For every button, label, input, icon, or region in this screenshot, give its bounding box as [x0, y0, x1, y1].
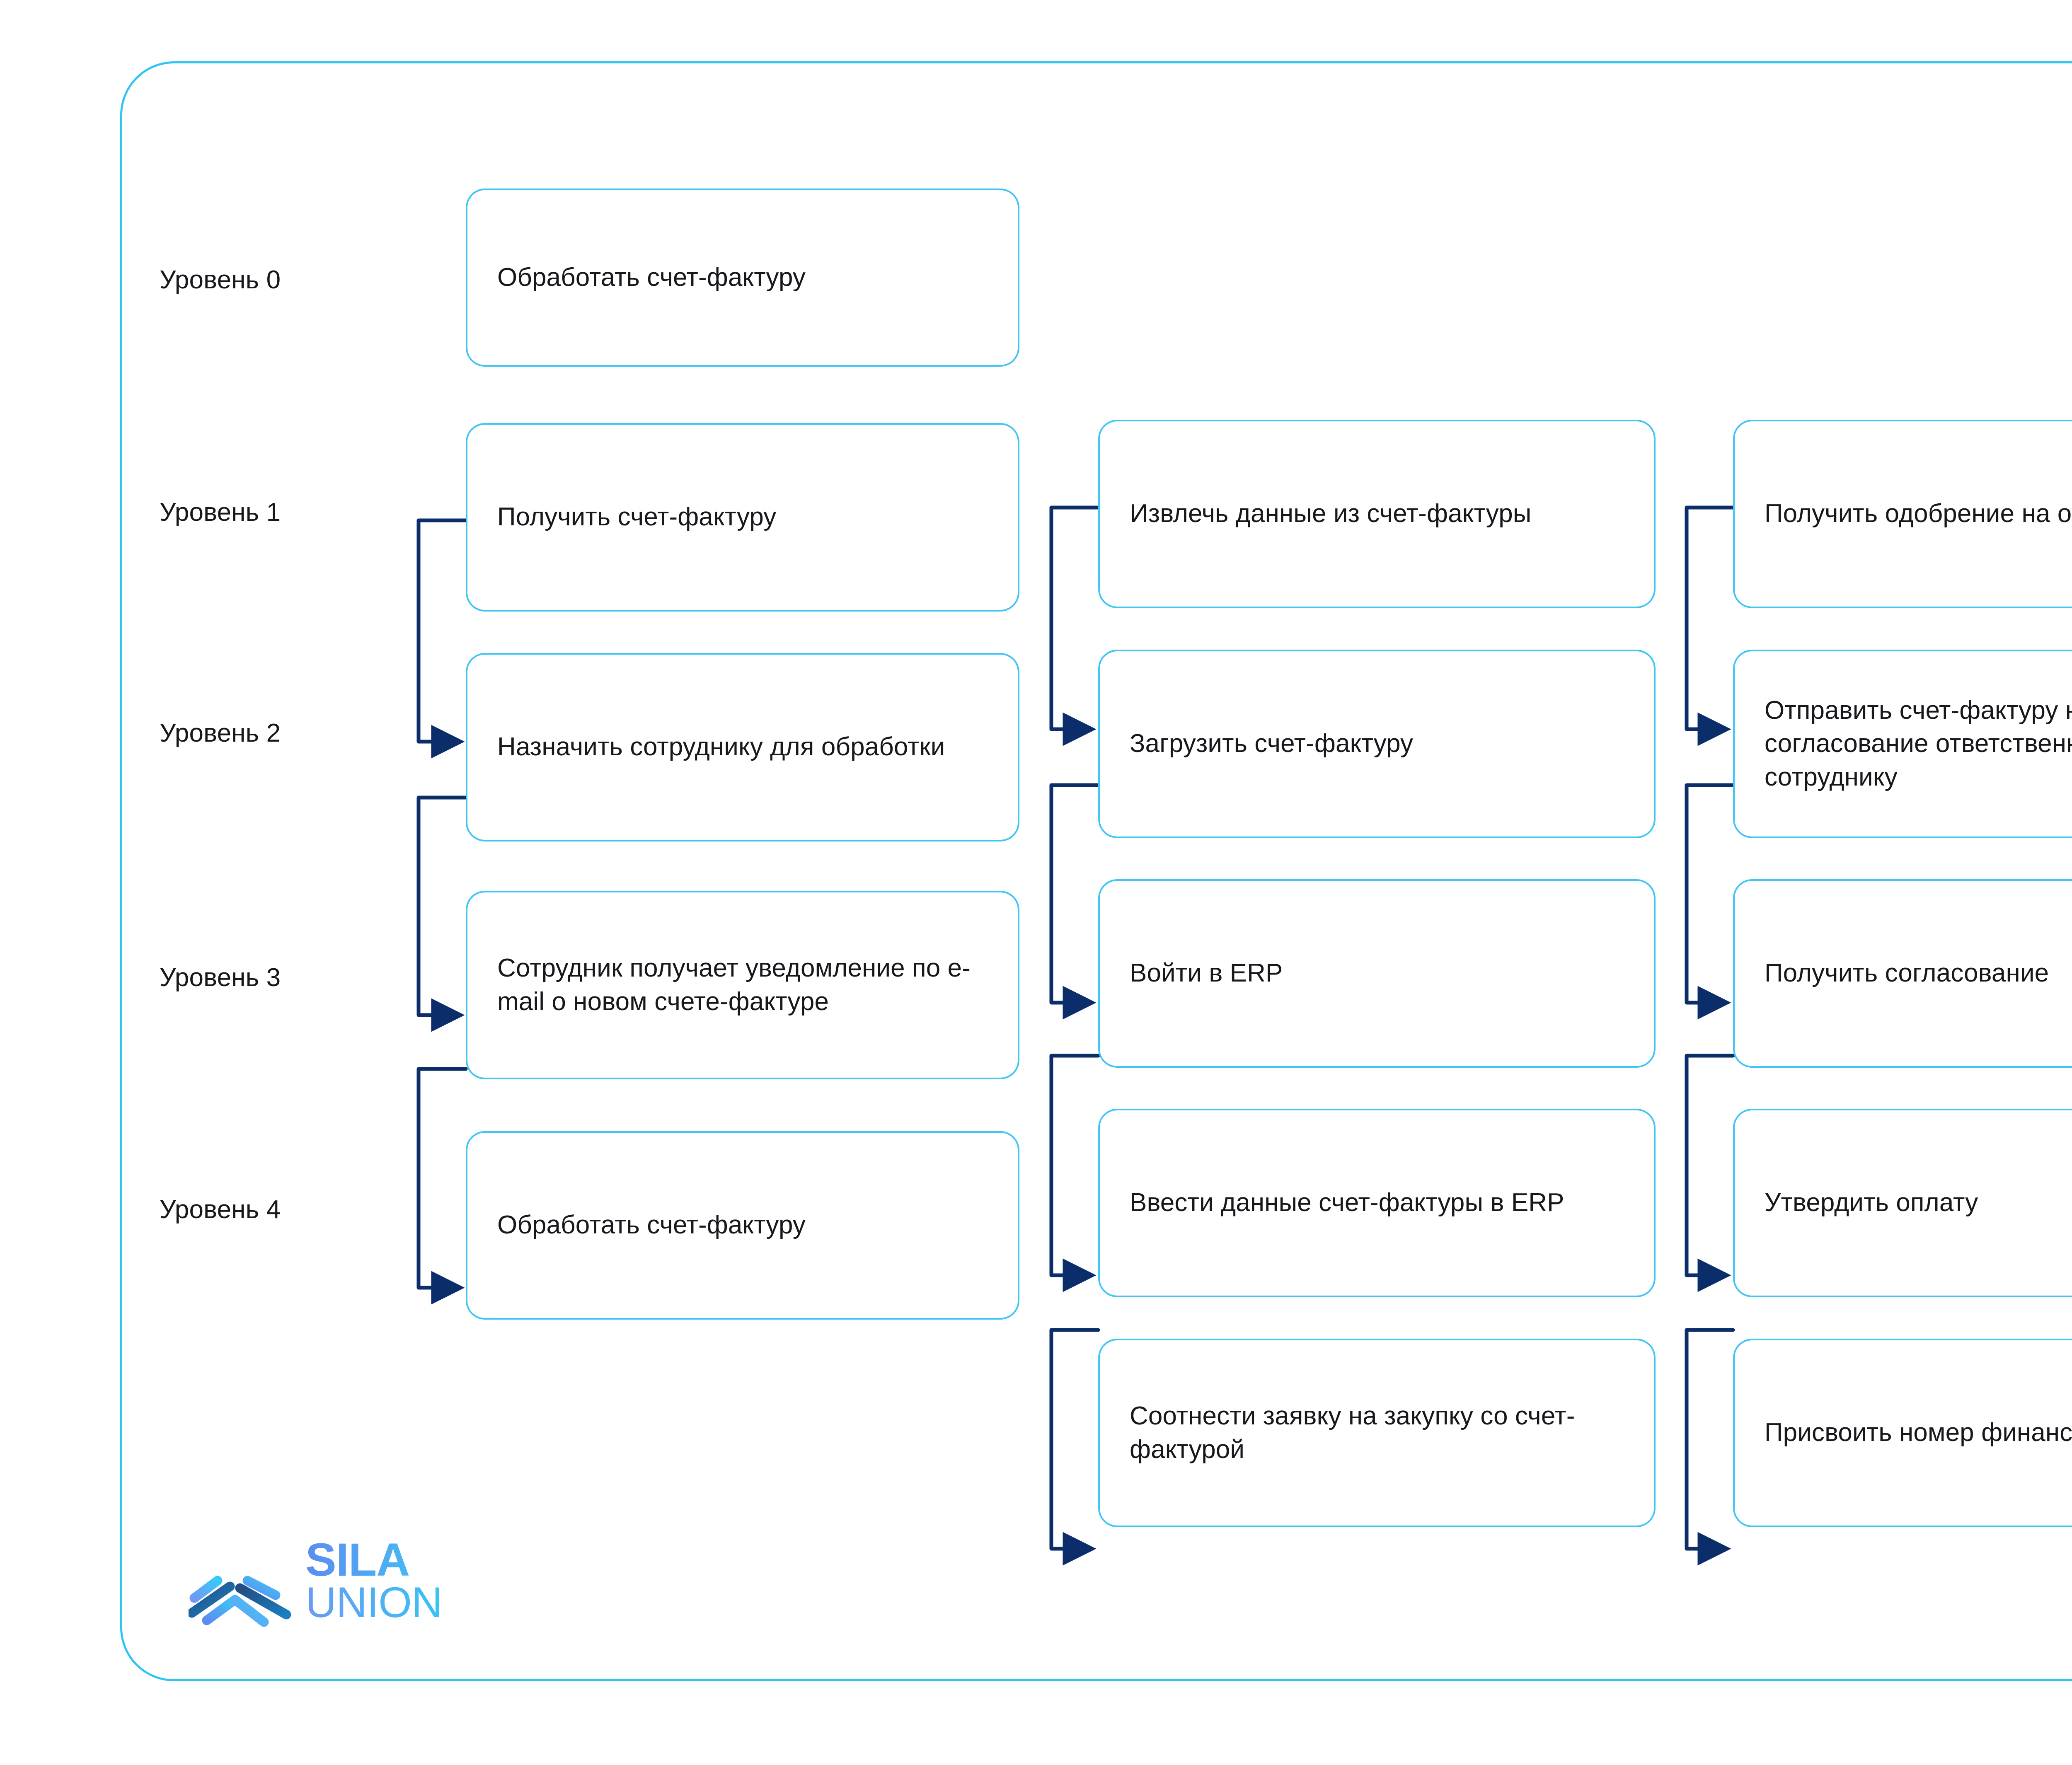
node-label: Войти в ERP [1130, 959, 1283, 988]
node-prisvoit-nomer-operacii[interactable]: Присвоить номер финансовой операции [1733, 1339, 2072, 1527]
node-naznachit-sotrudniku[interactable]: Назначить сотруднику для обработки [466, 653, 1019, 841]
node-sootnesti-zayavku[interactable]: Соотнести заявку на закупку со счет-факт… [1098, 1339, 1656, 1527]
node-label: Назначить сотруднику для обработки [497, 733, 945, 762]
node-label: Соотнести заявку на закупку со счет-факт… [1130, 1401, 1575, 1464]
node-label: Обработать счет-фактуру [497, 1211, 806, 1240]
node-utverdit-oplatu[interactable]: Утвердить оплату [1733, 1109, 2072, 1297]
node-otpravit-na-soglasovanie[interactable]: Отправить счет-фактуру на согласование о… [1733, 650, 2072, 838]
node-label: Получить счет-фактуру [497, 503, 777, 532]
node-label: Сотрудник получает уведомление по e-mail… [497, 953, 971, 1016]
sila-union-trident-mark [189, 1523, 291, 1627]
diagram-frame [120, 61, 2072, 1681]
logo-line-union: UNION [305, 1578, 443, 1627]
node-label: Загрузить счет-фактуру [1130, 729, 1414, 758]
node-zagruzit-schet-fakturu[interactable]: Загрузить счет-фактуру [1098, 650, 1656, 838]
level-label-1: Уровень 1 [160, 498, 281, 527]
sila-union-logo: SILA UNION [189, 1508, 503, 1649]
node-label: Присвоить номер финансовой операции [1765, 1418, 2072, 1447]
node-label: Получить одобрение на оплату [1765, 499, 2072, 528]
node-sotrudnik-poluchaet-uvedomlenie[interactable]: Сотрудник получает уведомление по e-mail… [466, 891, 1019, 1079]
node-obrabotat-schet-fakturu-l0[interactable]: Обработать счет-фактуру [466, 189, 1019, 367]
node-label: Ввести данные счет-фактуры в ERP [1130, 1188, 1564, 1217]
node-label: Отправить счет-фактуру на согласование о… [1765, 696, 2072, 791]
level-label-3: Уровень 3 [160, 963, 281, 992]
node-label: Обработать счет-фактуру [497, 263, 806, 292]
node-poluchit-odobrenie[interactable]: Получить одобрение на оплату [1733, 420, 2072, 608]
node-vvesti-dannye-v-erp[interactable]: Ввести данные счет-фактуры в ERP [1098, 1109, 1656, 1297]
node-poluchit-soglasovanie[interactable]: Получить согласование [1733, 879, 2072, 1068]
node-voiti-v-erp[interactable]: Войти в ERP [1098, 879, 1656, 1068]
level-label-4: Уровень 4 [160, 1195, 281, 1224]
level-label-2: Уровень 2 [160, 719, 281, 747]
node-label: Извлечь данные из счет-фактуры [1130, 499, 1532, 528]
logo-line-sila: SILA [305, 1537, 442, 1583]
node-label: Получить согласование [1765, 959, 2049, 988]
node-poluchit-schet-fakturu[interactable]: Получить счет-фактуру [466, 423, 1019, 612]
level-label-0: Уровень 0 [160, 266, 281, 294]
node-label: Утвердить оплату [1765, 1188, 1978, 1217]
node-obrabotat-schet-fakturu-l4[interactable]: Обработать счет-фактуру [466, 1131, 1019, 1320]
node-izvlech-dannye[interactable]: Извлечь данные из счет-фактуры [1098, 420, 1656, 608]
logo-wordmark: SILA UNION [305, 1533, 443, 1627]
